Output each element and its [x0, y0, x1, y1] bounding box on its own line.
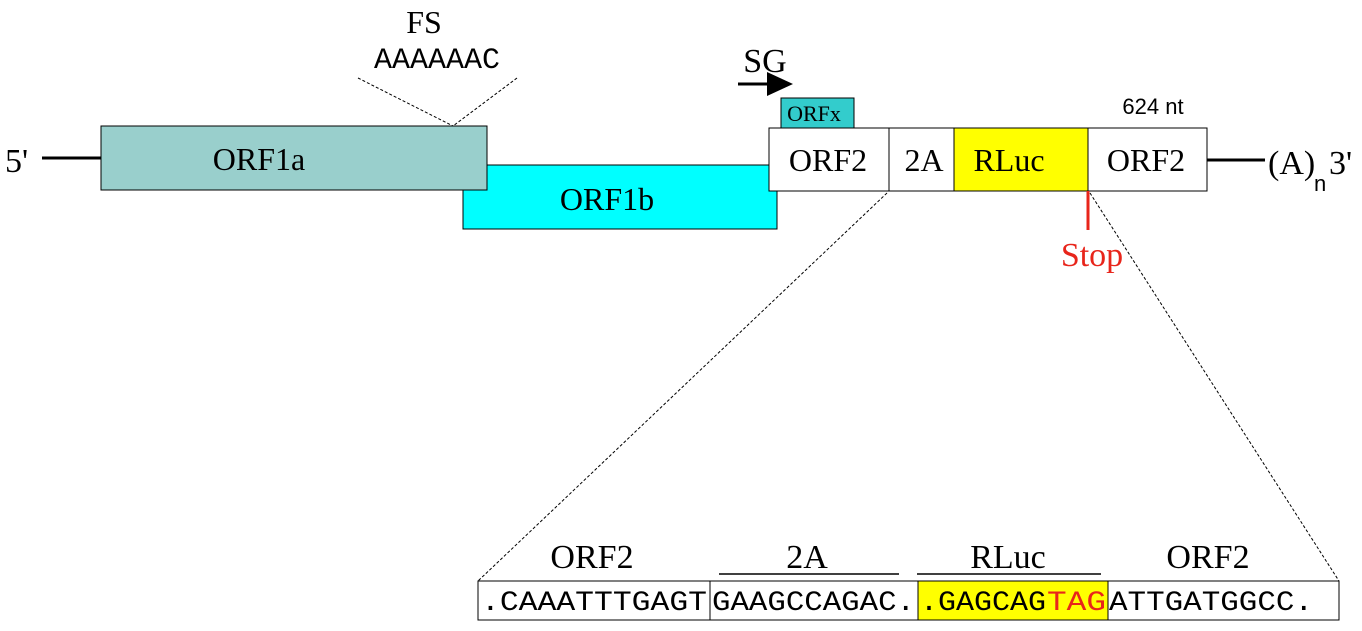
orf1b-label: ORF1b: [560, 181, 654, 217]
zoom-seq-stop-codon: TAG: [1047, 588, 1106, 619]
length-label: 624 nt: [1122, 94, 1183, 119]
five-prime-label: 5': [5, 143, 28, 180]
rluc-box: [953, 127, 1089, 192]
orf2-end-label: ORF2: [1107, 142, 1185, 178]
zoom-seq-orf2-end-box: [1107, 580, 1340, 621]
orf2-end-box: [1087, 127, 1208, 192]
orf2-label: ORF2: [789, 142, 867, 178]
zoom-seq-2a-box: [709, 580, 919, 621]
zoom-header-rluc: RLuc: [970, 539, 1046, 576]
zoom-seq-2a: GAAGCCAGAC.: [712, 588, 915, 619]
three-prime-label: 3': [1329, 145, 1352, 182]
orf1b-box: [462, 164, 778, 230]
zoom-callout-right: [1089, 192, 1340, 582]
polya-subscript: n: [1314, 171, 1326, 196]
fs-sequence: AAAAAAC: [374, 44, 500, 78]
orf1a-label: ORF1a: [213, 141, 305, 177]
fs-callout-left: [357, 77, 454, 127]
orfx-label: ORFx: [787, 101, 841, 126]
fs-label: FS: [406, 4, 442, 40]
stop-label: Stop: [1061, 237, 1123, 274]
zoom-header-twoa: 2A: [786, 539, 828, 576]
zoom-header-orf2-right: ORF2: [1166, 539, 1249, 576]
rluc-label: RLuc: [973, 142, 1044, 178]
zoom-callout-left: [477, 192, 888, 582]
zoom-seq-orf2-end: ATTGATGGCC.: [1109, 588, 1313, 619]
zoom-seq-rluc-pre: .GAGCAG: [920, 588, 1046, 619]
fs-callout-right: [452, 77, 518, 127]
orfx-box: [780, 97, 855, 129]
orf2-box: [768, 127, 890, 192]
sg-arrow-head: [767, 72, 793, 96]
twoa-label: 2A: [904, 142, 943, 178]
polya-label: (A): [1268, 145, 1315, 182]
zoom-seq-orf2: .CAAATTTGAGT: [481, 588, 707, 619]
zoom-header-orf2-left: ORF2: [550, 539, 633, 576]
twoa-box: [888, 127, 955, 192]
sg-label: SG: [743, 43, 786, 80]
orf1a-box: [100, 125, 488, 191]
